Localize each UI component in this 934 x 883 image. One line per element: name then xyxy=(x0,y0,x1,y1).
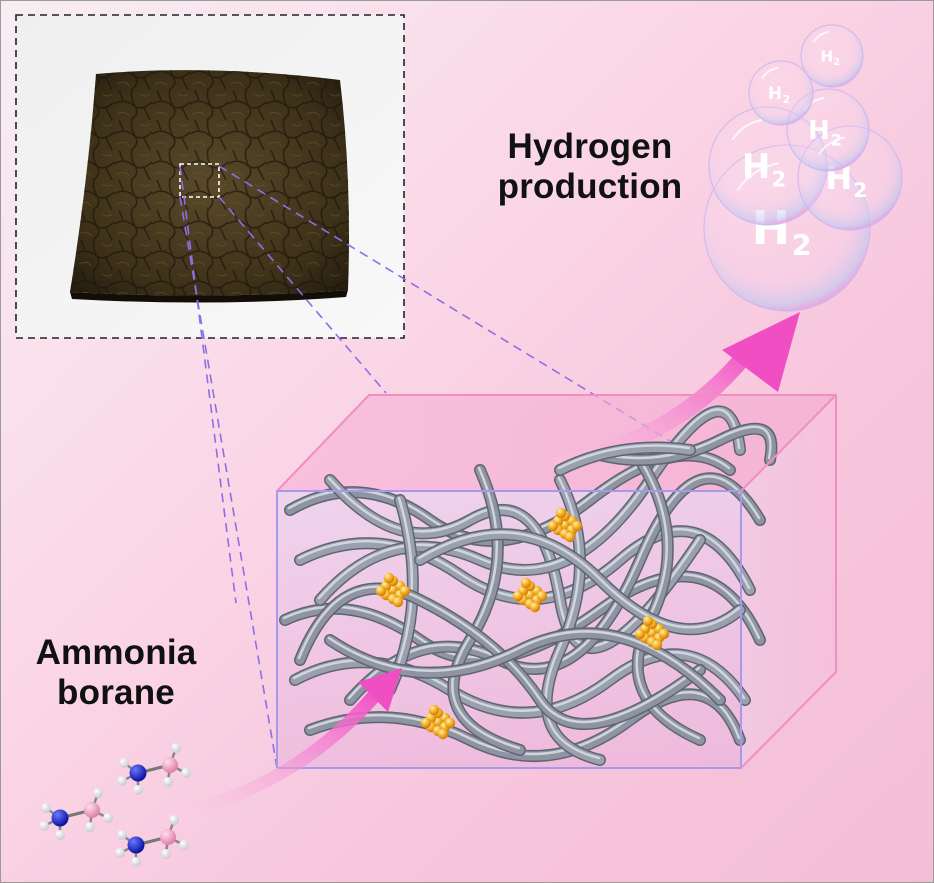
nitrogen-atom xyxy=(127,836,145,854)
ammonia-borane-molecule xyxy=(39,788,113,840)
hydrogen-atom xyxy=(163,777,173,787)
hydrogen-atom xyxy=(131,857,141,867)
hydrogen-atom xyxy=(39,821,49,831)
catalyst-nanoparticle xyxy=(375,572,411,608)
fiber xyxy=(555,443,695,475)
h2-symbol: H xyxy=(768,84,782,104)
photo-inset xyxy=(15,14,405,339)
catalyst-atom xyxy=(651,639,663,651)
hydrogen-label-line1: Hydrogen xyxy=(507,127,673,166)
catalyst-atom xyxy=(444,717,456,729)
fiber-highlight xyxy=(347,475,761,700)
h2-subscript: 2 xyxy=(831,131,842,150)
catalyst-atom xyxy=(399,585,411,597)
ammonia-borane-molecule xyxy=(115,815,189,867)
fiber-highlight xyxy=(597,425,772,460)
catalyst-atom xyxy=(634,628,646,640)
hydrogen-atom xyxy=(55,830,65,840)
hydrogen-atom xyxy=(169,815,179,825)
carbon-sheet-photo xyxy=(70,70,349,303)
catalyst-nanoparticle xyxy=(420,704,456,740)
ammonia-borane-label: Ammonia borane xyxy=(6,633,226,713)
catalyst-atom xyxy=(383,572,395,584)
h2-subscript: 2 xyxy=(772,166,787,191)
catalyst-atom xyxy=(658,628,670,640)
ammonia-label-line2: borane xyxy=(57,673,175,712)
fiber-highlight xyxy=(451,466,521,750)
nitrogen-atom xyxy=(129,764,147,782)
ammonia-borane-molecule xyxy=(117,743,191,795)
catalyst-atom xyxy=(529,601,541,613)
fiber-highlight xyxy=(417,531,741,629)
hydrogen-atom xyxy=(41,803,51,813)
fiber-highlight xyxy=(297,585,701,724)
hydrogen-atom xyxy=(179,840,189,850)
fiber-highlight xyxy=(557,444,691,470)
catalyst-atom xyxy=(437,728,449,740)
zoom-region-marker xyxy=(179,163,220,198)
fiber-highlight xyxy=(307,691,741,756)
fiber xyxy=(345,473,765,705)
h2-subscript: 2 xyxy=(853,179,867,202)
box-edges xyxy=(276,394,837,769)
fiber-highlight xyxy=(327,630,721,700)
catalyst-nanoparticle xyxy=(512,577,548,613)
catalyst-nanoparticle xyxy=(547,507,583,543)
ammonia-borane-molecules xyxy=(39,743,191,867)
hydrogen-atom xyxy=(133,785,143,795)
nitrogen-atom xyxy=(51,809,69,827)
catalyst-atom xyxy=(642,615,654,627)
fiber xyxy=(305,689,745,761)
hydrogen-atom xyxy=(117,776,127,786)
h2-subscript: 2 xyxy=(834,57,840,68)
catalyst-atom xyxy=(375,585,387,597)
hydrogen-atom xyxy=(117,830,127,840)
box-side-face xyxy=(741,395,836,768)
boron-atom xyxy=(160,829,176,845)
catalyst-atom xyxy=(571,520,583,532)
ammonia-borane-input-arrow xyxy=(182,668,402,818)
catalyst-atom xyxy=(512,590,524,602)
boron-atom xyxy=(84,802,100,818)
catalyst-clusters xyxy=(375,507,670,740)
h2-symbol: H xyxy=(742,147,770,187)
hydrogen-production-label: Hydrogen production xyxy=(470,127,710,207)
catalyst-atom xyxy=(420,717,432,729)
hydrogen-atom xyxy=(85,822,95,832)
catalyst-atom xyxy=(428,704,440,716)
catalyst-atom xyxy=(555,507,567,519)
catalyst-atom xyxy=(520,577,532,589)
hydrogen-output-arrow xyxy=(552,312,800,470)
fiber xyxy=(325,628,725,705)
hydrogen-label-line2: production xyxy=(497,167,683,206)
hydrogen-atom xyxy=(93,788,103,798)
h2-symbol: H xyxy=(820,47,833,65)
hydrogen-atom xyxy=(115,848,125,858)
catalyst-nanoparticle xyxy=(634,615,670,651)
catalyst-atom xyxy=(564,531,576,543)
hydrogen-atom xyxy=(181,768,191,778)
catalyst-atom xyxy=(547,520,559,532)
hydrogen-atom xyxy=(171,743,181,753)
inset-border xyxy=(15,14,405,339)
h2-symbol: H xyxy=(808,116,830,146)
h2-subscript: 2 xyxy=(783,94,790,106)
catalyst-atom xyxy=(392,596,404,608)
zoom-guide-lines xyxy=(179,165,707,769)
boron-atom xyxy=(162,757,178,773)
ammonia-label-line1: Ammonia xyxy=(35,633,197,672)
hydrogen-atom xyxy=(103,813,113,823)
catalyst-atom xyxy=(536,590,548,602)
h2-subscript: 2 xyxy=(792,230,812,263)
hydrogen-atom xyxy=(161,849,171,859)
hydrogen-atom xyxy=(119,758,129,768)
